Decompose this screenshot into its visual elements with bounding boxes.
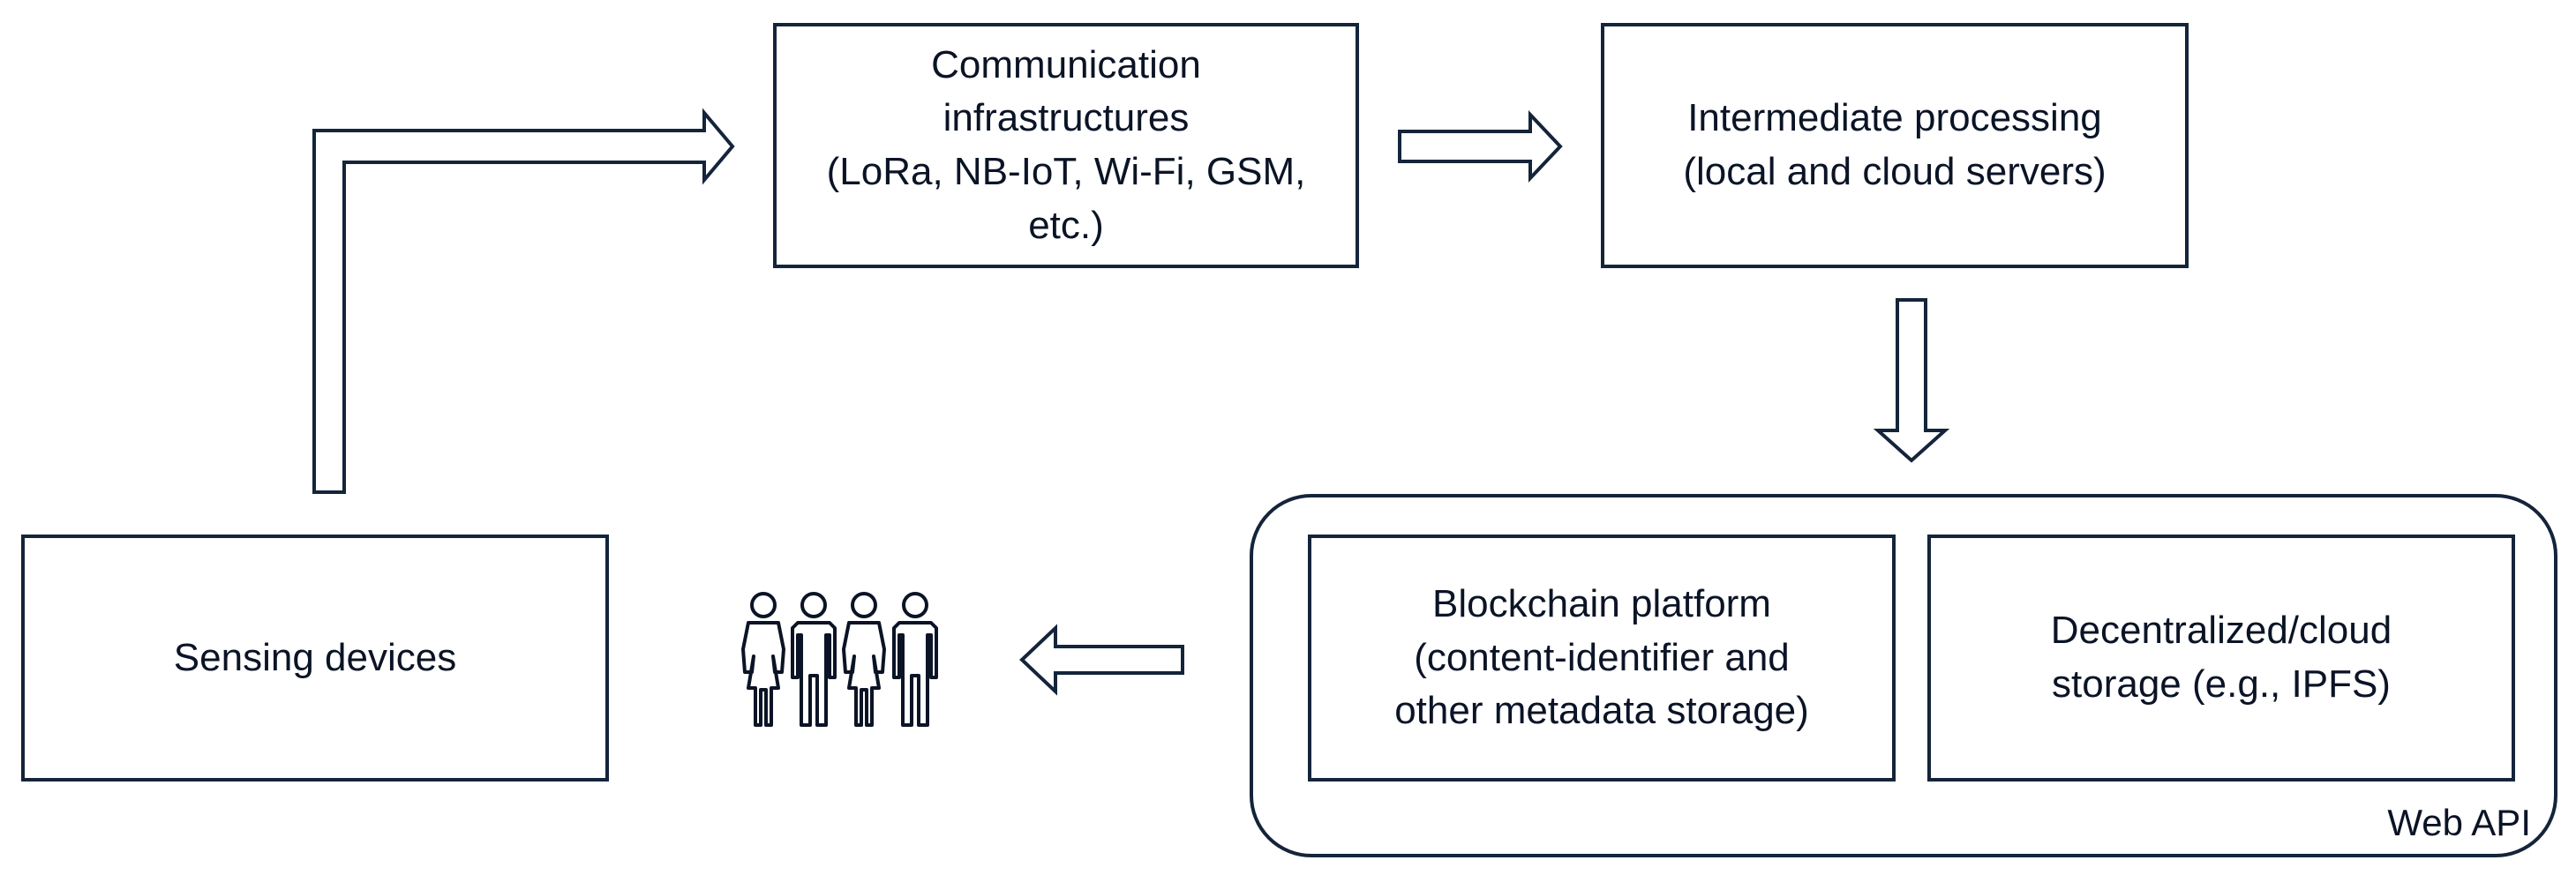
sensing-devices-label: Sensing devices — [173, 635, 457, 679]
arrow-sensing-to-communication — [312, 108, 735, 494]
communication-infrastructures-label: Communication infrastructures (LoRa, NB-… — [826, 42, 1306, 247]
sensing-devices-box: Sensing devices — [21, 535, 609, 782]
arrow-intermediate-to-webapi — [1873, 298, 1950, 463]
arrow-webapi-to-users — [1019, 624, 1184, 696]
communication-infrastructures-box: Communication infrastructures (LoRa, NB-… — [773, 23, 1359, 268]
blockchain-platform-box: Blockchain platform (content-identifier … — [1308, 535, 1896, 782]
intermediate-processing-label: Intermediate processing (local and cloud… — [1683, 96, 2107, 193]
intermediate-processing-box: Intermediate processing (local and cloud… — [1601, 23, 2189, 268]
decentralized-storage-box: Decentralized/cloud storage (e.g., IPFS) — [1927, 535, 2515, 782]
web-api-label: Web API — [2387, 801, 2531, 843]
blockchain-platform-label: Blockchain platform (content-identifier … — [1394, 581, 1809, 733]
decentralized-storage-label: Decentralized/cloud storage (e.g., IPFS) — [2050, 609, 2392, 706]
arrow-communication-to-intermediate — [1398, 109, 1563, 183]
